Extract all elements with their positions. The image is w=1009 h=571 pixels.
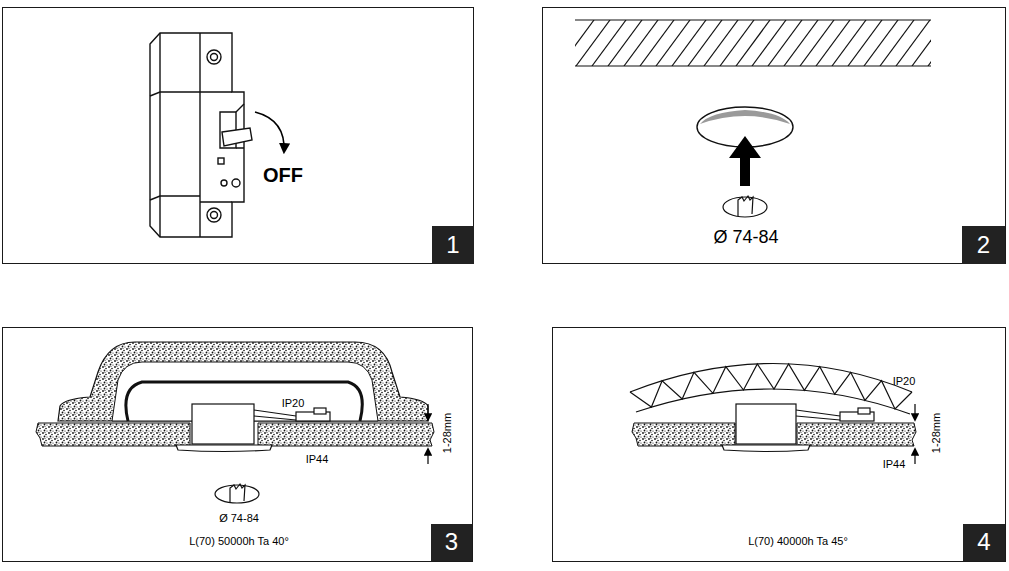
line-art [427,404,428,420]
step-number: 1 [432,226,474,264]
hatch-line [576,20,610,66]
hatch-line [832,20,866,66]
hatch-line [912,20,931,66]
rating-label: IP44 [883,458,906,470]
hatch-line [752,20,786,66]
line-art [630,364,912,393]
callout-text: IP20 [893,375,916,387]
line-art [230,484,245,502]
dimension-arrows [427,404,428,464]
line-art [858,408,870,414]
hatch-line [768,20,802,66]
step-number-text: 2 [977,232,990,258]
line-art [796,410,840,420]
step-number-text: 1 [446,232,459,258]
hatch-line [688,20,722,66]
line-art [232,179,240,187]
downlight-fixture [176,404,330,452]
step-number: 2 [962,226,1005,264]
dimension-arrows [914,404,915,464]
callout-text: Ø 74-84 [713,228,778,248]
line-art [632,423,735,446]
line-art [723,197,767,217]
line-art [221,180,227,186]
switch-label: OFF [263,164,303,186]
rating-label: Ø 74-84 [219,512,259,524]
rating-label: L(70) 40000h Ta 45° [748,535,848,547]
hatch-line [784,20,818,66]
hatch-line [896,20,930,66]
off-arrow [255,112,284,152]
line-art [740,156,750,186]
callout-text: IP20 [282,397,305,409]
hatch-line [800,20,834,66]
hatch-line [624,20,658,66]
step-panel: Ø 74-84 2 [542,7,1006,264]
step-panel: IP20IP44 1-28mmL(70) 40000h Ta 45° 4 [552,327,1006,562]
line-art [738,196,753,216]
line-art [258,423,434,446]
step-number-text: 4 [977,529,990,555]
line-art [736,404,796,444]
hatch-line [928,20,931,66]
rating-label: IP44 [306,453,329,465]
line-art [222,128,252,146]
line-art [630,364,912,409]
downlight-fixture [722,404,874,452]
line-art [150,92,200,96]
hatch-line [592,20,626,66]
line-art [211,212,218,219]
hatch-line [575,20,594,66]
line-art [176,445,272,452]
line-art [150,196,200,200]
line-art [914,404,915,420]
up-arrow [729,136,761,186]
step-number: 3 [431,524,472,561]
line-art [700,110,790,124]
hatch-line [816,20,850,66]
step-panel: IP20IP44 1-28mm Ø 74-84L(70) 50000h Ta 40°… [2,327,473,562]
ceiling-band [560,20,978,66]
callout-text: 1-28mm [930,413,942,453]
hatch-line [864,20,898,66]
line-art [729,136,761,158]
hatch-line [640,20,674,66]
hole-saw-icon [723,196,767,217]
hatch-line [880,20,914,66]
hatch-line [736,20,770,66]
callout-text: L(70) 50000h Ta 40° [189,535,289,547]
line-art [159,33,160,237]
line-art [36,423,190,446]
line-art [207,208,221,222]
hatch-line [848,20,882,66]
step-number: 4 [963,524,1005,561]
line-art [314,408,326,414]
line-art [254,410,296,420]
line-art [427,449,428,464]
line-art [192,404,254,444]
line-art [914,449,915,464]
step-panel: OFF 1 [2,7,474,264]
line-art [211,54,218,61]
hatch-line [720,20,754,66]
line-art [215,485,259,503]
line-art [797,423,916,446]
hole-saw-icon [215,484,259,503]
hatch-line [672,20,706,66]
line-art [722,445,810,452]
line-art [218,158,224,164]
hatch-line [656,20,690,66]
hatch-line [704,20,738,66]
step-number-text: 3 [445,529,458,555]
line-art [207,50,221,64]
line-art [199,33,200,237]
callout-text: 1-28mm [441,413,453,453]
hatch-line [608,20,642,66]
circuit-breaker [150,33,252,237]
line-art [236,104,244,148]
line-art [575,20,931,66]
